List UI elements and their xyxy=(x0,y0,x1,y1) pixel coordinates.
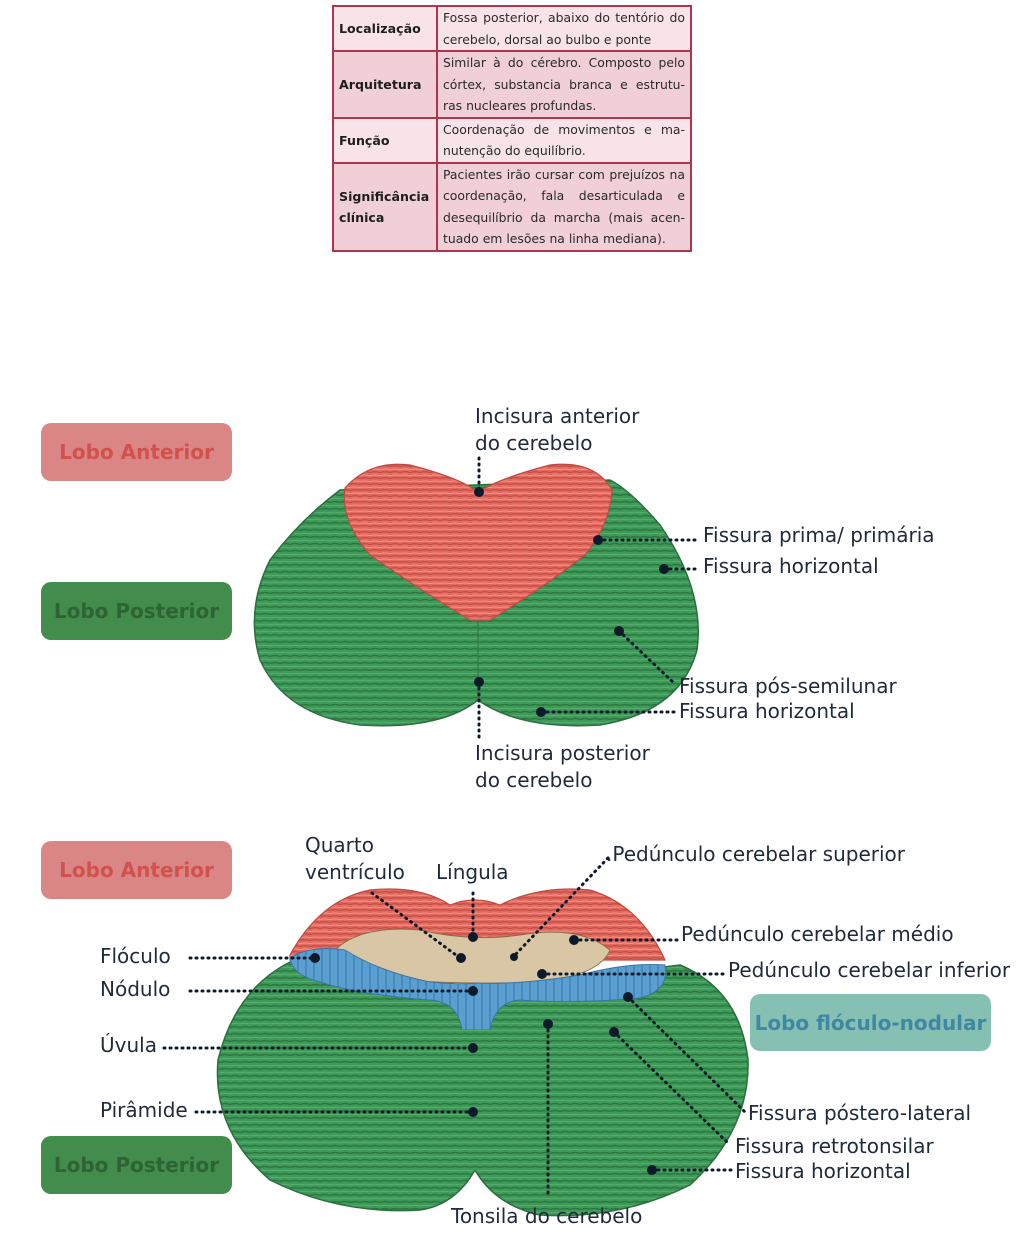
label-quarto-ventriculo-line2: ventrículo xyxy=(305,860,405,884)
dot-nodulo xyxy=(468,986,478,996)
row-label: Localização xyxy=(332,5,438,52)
dot-uvula xyxy=(468,1043,478,1053)
label-lingula: Língula xyxy=(436,860,509,884)
table-row-localizacao: Localização Fossa posterior, abaixo do t… xyxy=(332,5,692,52)
badge-lobo-posterior-bottom: Lobo Posterior xyxy=(41,1136,232,1194)
label-quarto-ventriculo: Quarto xyxy=(305,833,374,857)
table-row-funcao: Função Coordenação de movimentos e ma-nu… xyxy=(332,116,692,164)
badge-lobo-posterior-top: Lobo Posterior xyxy=(41,582,232,640)
label-fissura-retrotonsilar: Fissura retrotonsilar xyxy=(735,1134,934,1158)
label-pedunculo-medio: Pedúnculo cerebelar médio xyxy=(681,922,954,946)
dot-fissura-pos-semilunar xyxy=(614,626,624,636)
dot-incisura-anterior xyxy=(474,487,484,497)
bottom-view-pointer-dots xyxy=(310,932,657,1175)
dot-fissura-horizontal-bottom xyxy=(647,1165,657,1175)
label-fissura-horizontal-top: Fissura horizontal xyxy=(703,554,879,578)
dot-fissura-horizontal xyxy=(659,564,669,574)
label-fissura-horizontal-top-2: Fissura horizontal xyxy=(679,699,855,723)
row-label: Significância clínica xyxy=(332,161,438,252)
label-floculo: Flóculo xyxy=(100,944,171,968)
label-tonsila: Tonsila do cerebelo xyxy=(451,1204,643,1228)
dot-piramide xyxy=(468,1107,478,1117)
dot-pedunculo-superior xyxy=(510,953,518,961)
dot-pedunculo-inferior xyxy=(537,969,547,979)
dot-incisura-posterior xyxy=(474,677,484,687)
label-fissura-postero-lateral: Fissura póstero-lateral xyxy=(748,1101,972,1125)
table-row-arquitetura: Arquitetura Similar à do cérebro. Compos… xyxy=(332,50,692,119)
badge-lobo-floculo-nodular: Lobo flóculo-nodular xyxy=(750,994,991,1051)
dot-quarto-ventriculo xyxy=(456,953,466,963)
label-pedunculo-superior: .Pedúnculo cerebelar superior xyxy=(606,842,905,866)
row-label: Função xyxy=(332,116,438,164)
cerebellum-info-table: Localização Fossa posterior, abaixo do t… xyxy=(332,5,692,252)
dot-lingula xyxy=(468,932,478,942)
dot-floculo xyxy=(310,953,320,963)
top-view-cerebellum xyxy=(253,463,699,727)
row-value: Fossa posterior, abaixo do tentório do c… xyxy=(436,5,692,52)
dot-fissura-postero-lateral xyxy=(623,992,633,1002)
dot-fissura-prima xyxy=(593,535,603,545)
bottom-view-cerebellum xyxy=(216,888,749,1217)
label-fissura-prima: Fissura prima/ primária xyxy=(703,523,935,547)
label-fissura-pos-semilunar: Fissura pós-semilunar xyxy=(679,674,897,698)
label-fissura-horizontal-bottom: Fissura horizontal xyxy=(735,1159,911,1183)
table-row-significancia: Significância clínica Pacientes irão cur… xyxy=(332,161,692,252)
flocculonodular-lobe-shape xyxy=(289,948,667,1031)
label-incisura-posterior: Incisura posterior xyxy=(475,741,650,765)
label-uvula: Úvula xyxy=(100,1033,157,1057)
row-label: Arquitetura xyxy=(332,50,438,119)
top-view-pointers xyxy=(477,456,702,744)
badge-lobo-anterior-bottom: Lobo Anterior xyxy=(41,841,232,899)
dot-fissura-horizontal-2 xyxy=(536,707,546,717)
label-piramide: Pirâmide xyxy=(100,1098,188,1122)
row-value: Pacientes irão cursar com prejuízos na c… xyxy=(436,161,692,252)
label-incisura-posterior-line2: do cerebelo xyxy=(475,768,593,792)
vermis-strip xyxy=(462,1030,490,1170)
label-incisura-anterior-line2: do cerebelo xyxy=(475,431,593,455)
dot-fissura-retrotonsilar xyxy=(609,1027,619,1037)
bottom-view-pointers xyxy=(162,856,747,1200)
row-value: Coordenação de movimentos e ma-nutenção … xyxy=(436,116,692,164)
dot-tonsila xyxy=(543,1019,553,1029)
row-value: Similar à do cérebro. Composto pelo córt… xyxy=(436,50,692,119)
dot-pedunculo-medio xyxy=(569,935,579,945)
anterior-lobe-shape xyxy=(343,463,613,621)
label-incisura-anterior: Incisura anterior xyxy=(475,404,640,428)
label-nodulo: Nódulo xyxy=(100,977,171,1001)
badge-lobo-anterior-top: Lobo Anterior xyxy=(41,423,232,481)
label-pedunculo-inferior: Pedúnculo cerebelar inferior xyxy=(728,958,1011,982)
top-view-pointer-dots xyxy=(474,487,669,717)
